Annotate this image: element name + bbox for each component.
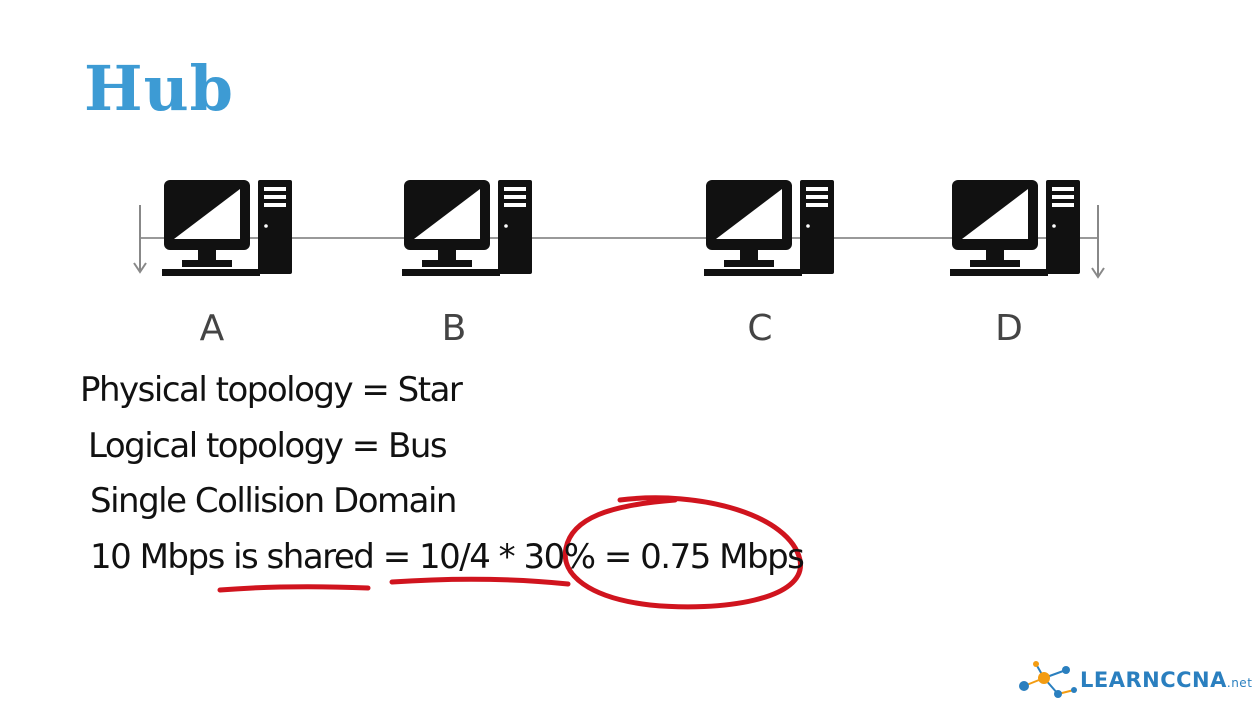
bandwidth-result: 0.75 Mbps: [640, 537, 805, 577]
desktop-computer-icon-a: [162, 180, 292, 276]
bandwidth-equals-1: =: [373, 537, 419, 577]
note-collision-domain: Single Collision Domain: [90, 481, 457, 521]
desktop-computer-icon-d: [950, 180, 1080, 276]
node-label-d: D: [995, 308, 1023, 349]
logo-suffix: .net: [1226, 676, 1252, 690]
learnccna-logo: LEARNCCNA.net: [1014, 660, 1252, 700]
slide-title: Hub: [84, 52, 235, 125]
right-terminator-arrow: [1091, 205, 1105, 279]
desktop-computer-icon-b: [402, 180, 532, 276]
note-bandwidth: 10 Mbps is shared = 10/4 * 30% = 0.75 Mb…: [90, 537, 805, 577]
desktop-computer-icon-c: [704, 180, 834, 276]
node-label-b: B: [441, 308, 467, 349]
underline-calculation: [389, 576, 571, 587]
node-label-a: A: [199, 308, 225, 349]
circle-result: [562, 495, 803, 610]
note-physical-topology: Physical topology = Star: [80, 370, 463, 410]
underline-is-shared: [217, 584, 371, 593]
bandwidth-shared-phrase: is shared: [233, 537, 375, 577]
node-label-c: C: [747, 308, 773, 349]
logo-text: LEARNCCNA.net: [1080, 668, 1252, 692]
note-logical-topology: Logical topology = Bus: [88, 426, 448, 466]
bandwidth-equals-2: =: [594, 537, 641, 577]
network-nodes-icon: [1019, 661, 1077, 698]
bandwidth-calculation: 10/4 * 30%: [419, 537, 596, 577]
logo-wordmark: LEARNCCNA: [1080, 668, 1227, 692]
bandwidth-prefix: 10 Mbps: [90, 537, 234, 577]
left-terminator-arrow: [133, 205, 147, 274]
